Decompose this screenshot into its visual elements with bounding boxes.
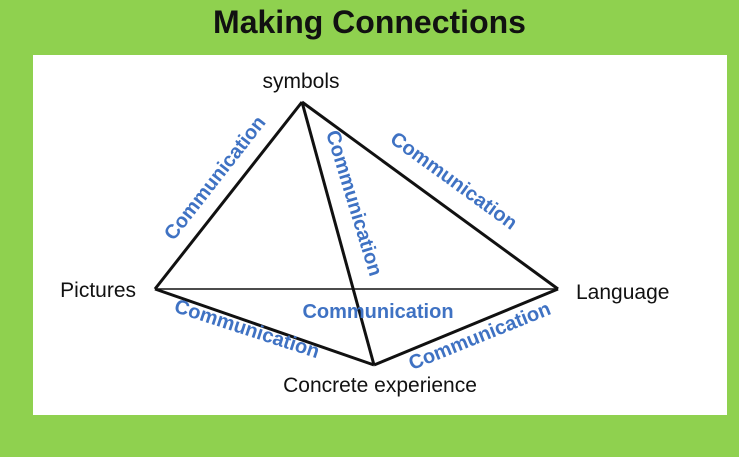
edge-label-pictures-language: Communication [302, 301, 453, 323]
edge-symbols-language [301, 100, 559, 291]
edge-symbols-concrete [300, 101, 376, 366]
edge-label-pictures-concrete: Communication [172, 295, 323, 363]
edge-symbols-pictures [153, 101, 304, 290]
edge-label-symbols-language: Communication [386, 128, 521, 235]
edge-concrete-language [373, 287, 559, 367]
diagram-panel [33, 55, 727, 415]
node-concrete-experience: Concrete experience [283, 374, 477, 397]
edge-pictures-concrete [154, 287, 375, 367]
node-symbols: symbols [262, 70, 339, 93]
diagram-title: Making Connections [213, 4, 526, 40]
edge-label-symbols-pictures: Communication [160, 112, 270, 245]
node-pictures: Pictures [60, 279, 136, 302]
node-language: Language [576, 281, 669, 304]
